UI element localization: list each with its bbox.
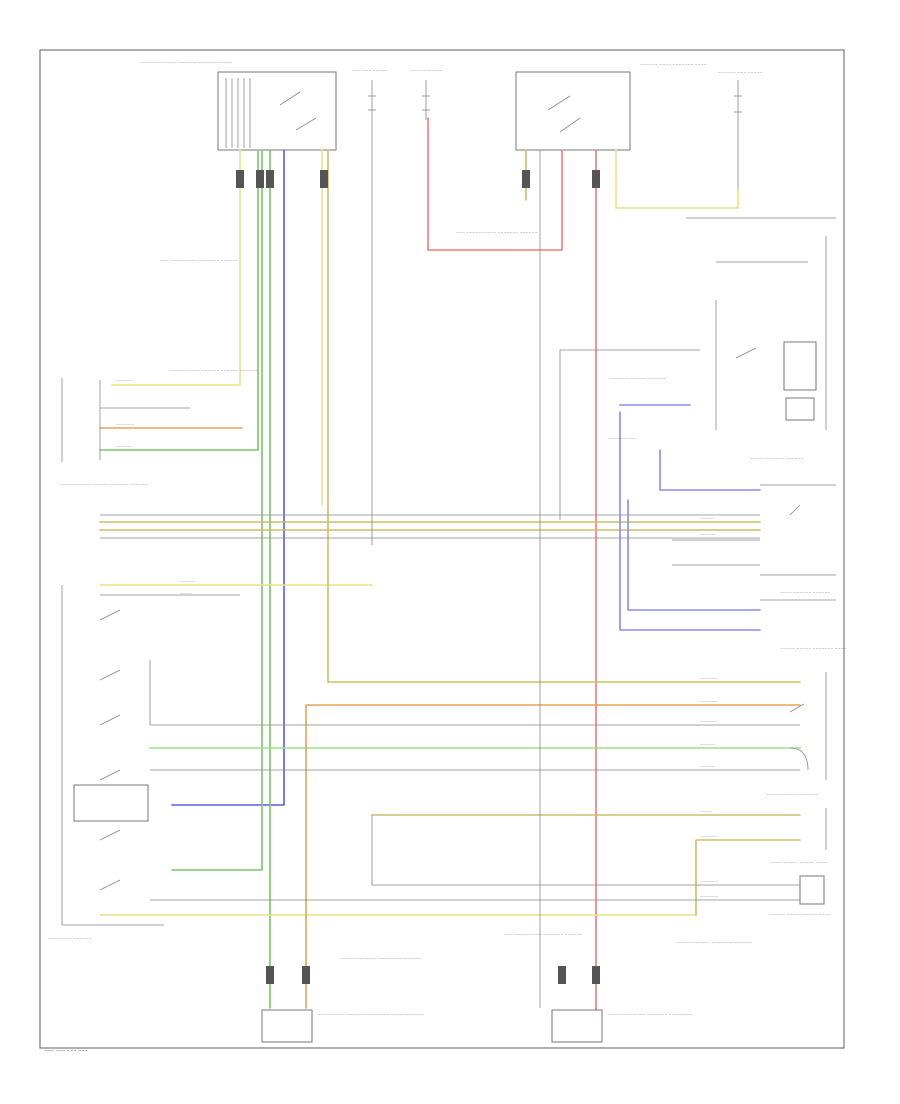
front-control-unit: ~~~~~ ~~~~~ ~~~~~~~ ~~~~	[760, 599, 847, 651]
diagram-tag: ~~~ ~~~ ~~~ ~~~	[44, 1048, 88, 1053]
svg-text:~~~ ~~~ ~~~~~: ~~~ ~~~ ~~~~~	[352, 69, 387, 73]
left-control-unit-label: ~~~~~~~~~ ~~~ ~~~~~~ ~~~~~~~ ~~~~	[140, 61, 232, 65]
combination-switch: ~~~~~~~~~~~ ~~~~~~	[766, 672, 827, 797]
svg-text:~~~~~: ~~~~~	[700, 517, 715, 521]
svg-text:~~~~~~: ~~~~~~	[700, 895, 718, 899]
wire-green-3	[99, 149, 259, 451]
svg-text:~~~ ~~~~~~~~~ ~~~~~~~~ ~~~~~~: ~~~ ~~~~~~~~~ ~~~~~~~~ ~~~~~~	[340, 957, 422, 961]
svg-text:~~~~~ ~~~~~ ~~~~~ ~~~~: ~~~~~ ~~~~~ ~~~~~ ~~~~	[770, 913, 831, 917]
svg-text:~~~~~~: ~~~~~~	[700, 720, 718, 724]
svg-text:~~~~~~ ~~~: ~~~~~~ ~~~	[608, 437, 636, 441]
wire-red-loop	[427, 117, 563, 251]
diagram-frame	[39, 49, 845, 1049]
svg-text:~~~~~: ~~~~~	[700, 533, 715, 537]
rear-control-module: ~~~~ ~~~~~~~ ~~~~~~	[686, 217, 836, 461]
svg-text:~~~~~~~~~~ ~~~~~~ ~~~~~~ ~~~~~: ~~~~~~~~~~ ~~~~~~ ~~~~~~ ~~~~~~	[170, 369, 258, 373]
sensor-unit: ~~~~~~ ~~~~~~ ~~~~~~ ~~~~~~ ~~~	[608, 377, 667, 441]
svg-text:~~~ ~~~~~~~~~ ~~~~~~~ ~~~~~~: ~~~ ~~~~~~~~~ ~~~~~~~ ~~~~~~	[160, 259, 239, 263]
right-fuse-block: ~~~~~~ ~~~ ~~~~~	[718, 71, 762, 190]
svg-text:~~~~~~: ~~~~~~	[116, 379, 134, 383]
left-fuse-block-b: ~~~ ~~ ~~~~~	[410, 69, 442, 120]
right-seat-unit: ~~~~~ ~~~~~ ~~~~~ ~~~~	[770, 875, 831, 917]
left-connector: ~~~~~~~~~~ ~~~~~~ ~~~~~~ ~~~~~~ ~~~~~~~~…	[60, 369, 258, 487]
svg-text:~~~ ~~~~~~~~~ ~~~~~~~ ~~~~~~: ~~~ ~~~~~~~~~ ~~~~~~~ ~~~~~~	[504, 933, 583, 937]
svg-text:~~~~ ~~~~~~~ ~~~~~~: ~~~~ ~~~~~~~ ~~~~~~	[750, 457, 803, 461]
svg-text:~~~~ ~~~~~~ ~~~~~~: ~~~~ ~~~~~~ ~~~~~~	[780, 591, 830, 595]
svg-text:~~~~~~ ~~~~~~ ~~~~~~: ~~~~~~ ~~~~~~ ~~~~~~	[610, 377, 667, 381]
svg-text:~~~~~~~~~~ ~~~~~~ ~~~~~~ ~~~~~: ~~~~~~~~~~ ~~~~~~ ~~~~~~ ~~~~~~	[60, 483, 148, 487]
left-control-unit: ~~~~~~~~~ ~~~ ~~~~~~ ~~~~~~~ ~~~~	[140, 61, 337, 151]
wire-violet-3	[659, 449, 761, 491]
svg-text:~~~~~~~~~ ~~~~~~~ ~~~~~~~ ~~~~: ~~~~~~~~~ ~~~~~~~ ~~~~~~~ ~~~~~~~~~~~	[318, 1013, 424, 1017]
svg-text:~~~~~: ~~~~~	[700, 765, 715, 769]
svg-text:~~~~~~: ~~~~~~	[700, 677, 718, 681]
wire-yellow-2	[615, 149, 739, 209]
svg-text:~~~~~~~~~~~ ~~~~~~: ~~~~~~~~~~~ ~~~~~~	[766, 793, 818, 797]
left-seat-unit: ~~~~ ~~~~~ ~~~~~ ~~~~	[770, 808, 828, 865]
svg-text:~~~~~: ~~~~~	[116, 445, 131, 449]
wire-orange-2	[305, 704, 801, 1009]
svg-text:~~~~~~ ~~~ ~~~~~: ~~~~~~ ~~~ ~~~~~	[718, 71, 762, 75]
steering-switch: ~~~~~~~~ ~~~~~~	[48, 585, 164, 941]
svg-text:~~~~~~: ~~~~~~	[700, 880, 718, 884]
svg-text:~~~~ ~~~~~ ~~~~~ ~~~~: ~~~~ ~~~~~ ~~~~~ ~~~~	[770, 861, 828, 865]
svg-text:~~~ ~~ ~~~~~: ~~~ ~~ ~~~~~	[410, 69, 442, 73]
wire-violet-2	[627, 499, 761, 611]
bottom-right-actuator: ~~~~~~~~ ~~~~ ~~~~~~~ ~~~~~~~~	[551, 1009, 693, 1043]
wire-olive-1	[327, 149, 801, 683]
left-fuse-block-a: ~~~ ~~~ ~~~~~	[352, 69, 387, 150]
svg-text:~~~~~: ~~~~~	[180, 580, 195, 584]
svg-text:~~~~~~: ~~~~~~	[700, 835, 718, 839]
right-control-unit: ~~~~~~ ~~~~ ~~~~~~~ ~~~~	[515, 63, 707, 151]
svg-text:~~~~~~~~ ~~~~ ~~~~~~~ ~~~~~~~~: ~~~~~~~~ ~~~~ ~~~~~~~ ~~~~~~~~	[608, 1013, 693, 1017]
svg-text:~~~~~ ~~~~~ ~~~~~~~ ~~~~: ~~~~~ ~~~~~ ~~~~~~~ ~~~~	[780, 647, 847, 651]
svg-text:~~~~~~: ~~~~~~	[700, 700, 718, 704]
wire-violet-1	[619, 411, 761, 631]
wire-yellow-1	[111, 149, 241, 386]
wire-blue	[171, 149, 285, 806]
right-control-unit-label: ~~~~~~ ~~~~ ~~~~~~~ ~~~~	[640, 63, 707, 67]
wire-green-1	[171, 149, 263, 871]
wire-dark-2	[672, 539, 760, 566]
wire-gray-h4	[371, 815, 800, 886]
wire-gray-right	[559, 349, 700, 520]
svg-text:~~~~~~: ~~~~~~	[116, 423, 134, 427]
svg-text:~~~ ~~~~~~~~~~ ~~~~~~~ ~~~~~~: ~~~ ~~~~~~~~~~ ~~~~~~~ ~~~~~~	[456, 231, 538, 235]
svg-text:~~~ ~~~~~~~~ ~~~~~~~ ~~~~~~: ~~~ ~~~~~~~~ ~~~~~~~ ~~~~~~	[676, 941, 752, 945]
svg-text:~~~~: ~~~~	[700, 810, 712, 814]
svg-text:~~~~~~~~ ~~~~~~: ~~~~~~~~ ~~~~~~	[48, 937, 91, 941]
wire-olive-3	[695, 839, 801, 916]
bottom-left-actuator: ~~~~~~~~~ ~~~~~~~ ~~~~~~~ ~~~~~~~~~~~	[261, 1009, 424, 1043]
rear-switch: ~~~~ ~~~~~~ ~~~~~~	[760, 484, 836, 595]
svg-text:~~~~~: ~~~~~	[700, 743, 715, 747]
svg-text:~~~~: ~~~~	[180, 592, 192, 596]
